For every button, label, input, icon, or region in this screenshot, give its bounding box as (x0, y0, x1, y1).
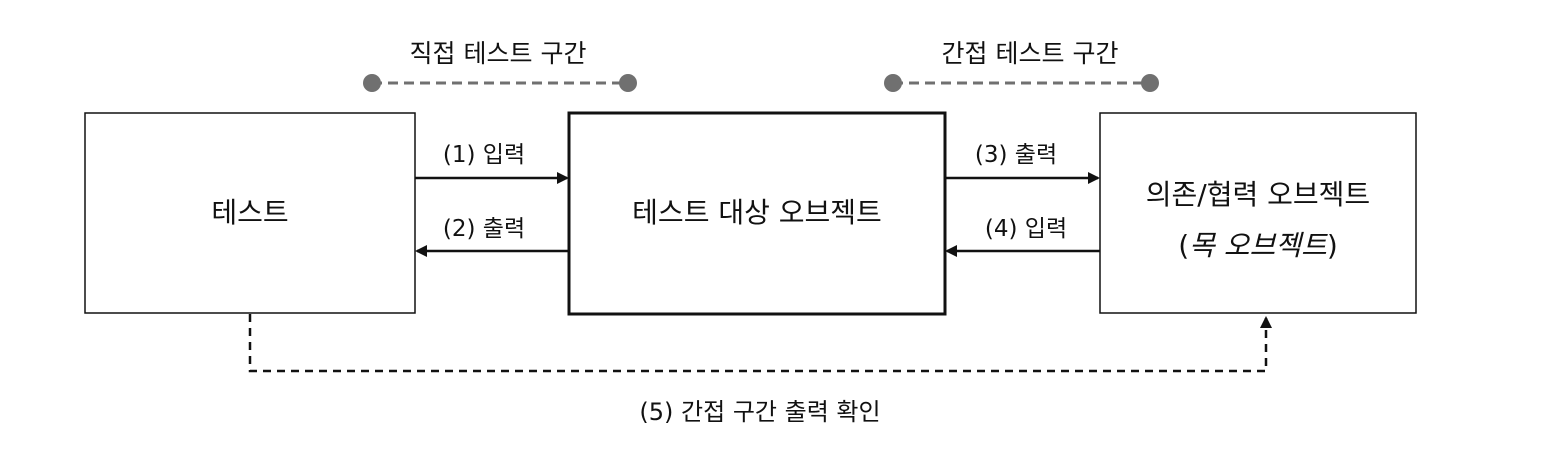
arrow-4-input: (4) 입력 (945, 216, 1100, 257)
arrow-2-output: (2) 출력 (415, 216, 569, 257)
arrow-5-dashed-path (248, 314, 1272, 373)
direct-range-indicator: 직접 테스트 구간 (363, 39, 637, 92)
direct-range-start-dot (363, 74, 381, 92)
test-box-label: 테스트 (211, 196, 288, 229)
arrow-2-label: (2) 출력 (443, 216, 525, 242)
arrow-5-label: (5) 간접 구간 출력 확인 (639, 398, 880, 426)
direct-range-end-dot (619, 74, 637, 92)
sut-box-frame (567, 111, 947, 316)
direct-range-label: 직접 테스트 구간 (410, 39, 587, 68)
mock-object-label: 목 오브젝트 (1189, 229, 1328, 262)
dependency-box: 의존/협력 오브젝트 (목 오브젝트) (1099, 112, 1417, 314)
dependency-box-frame (1099, 112, 1417, 314)
arrow-3-output: (3) 출력 (945, 142, 1100, 184)
test-box-frame (84, 112, 416, 314)
sut-box: 테스트 대상 오브젝트 (567, 111, 947, 316)
dependency-box-sublabel: (목 오브젝트) (1178, 229, 1338, 262)
sut-box-label: 테스트 대상 오브젝트 (632, 196, 882, 229)
arrow-4-label: (4) 입력 (985, 216, 1067, 242)
arrow-1-label: (1) 입력 (443, 142, 525, 168)
arrow-1-input: (1) 입력 (415, 142, 569, 184)
test-box: 테스트 (84, 112, 416, 314)
arrow-3-label: (3) 출력 (975, 142, 1057, 168)
indirect-range-end-dot (1141, 74, 1159, 92)
dependency-paren-close: ) (1327, 229, 1338, 262)
dependency-box-label: 의존/협력 오브젝트 (1146, 178, 1370, 211)
dependency-paren-open: ( (1178, 229, 1189, 262)
indirect-range-start-dot (884, 74, 902, 92)
indirect-range-label: 간접 테스트 구간 (942, 39, 1119, 68)
arrow-5-indirect-verify: (5) 간접 구간 출력 확인 (248, 314, 1272, 426)
indirect-range-indicator: 간접 테스트 구간 (884, 39, 1159, 92)
